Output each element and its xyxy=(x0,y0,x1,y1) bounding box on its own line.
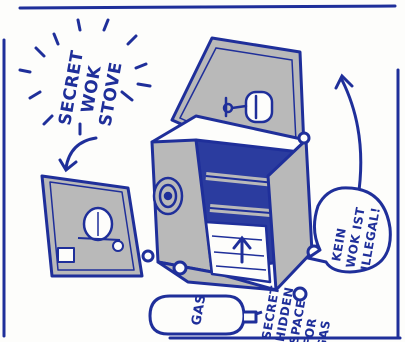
title-text: SECRET WOK STOVE xyxy=(55,49,127,134)
left-door-panel xyxy=(42,176,142,276)
speech-bubble: KEIN WOK IST ILLEGAL! xyxy=(308,188,390,272)
burner-icon xyxy=(154,178,182,214)
